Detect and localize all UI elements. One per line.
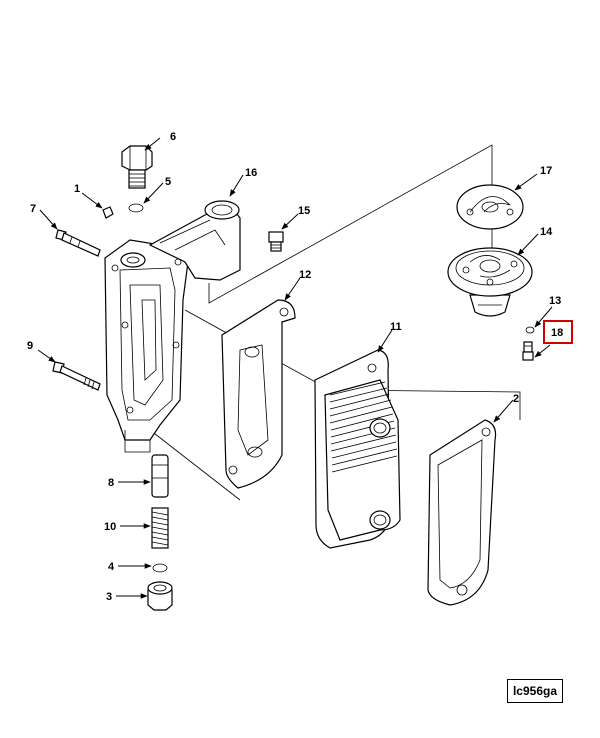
callout-16: 16	[245, 167, 257, 179]
gasket-part-12	[221, 299, 296, 489]
callout-8: 8	[108, 477, 114, 489]
callout-17: 17	[540, 165, 552, 177]
plug-part-15	[268, 231, 284, 252]
callout-3: 3	[106, 591, 112, 603]
callout-5: 5	[165, 176, 171, 188]
bolt-part-7	[55, 229, 101, 257]
fitting-part-1	[102, 206, 114, 219]
leader-arrows	[37, 137, 553, 599]
oil-cooler-core-part-11	[314, 349, 401, 549]
callout-9: 9	[27, 340, 33, 352]
bolt-part-6	[121, 145, 153, 189]
callout-13: 13	[549, 295, 561, 307]
callout-6: 6	[170, 131, 176, 143]
callout-4: 4	[108, 561, 115, 573]
highlighted-callout-18[interactable]: 18	[543, 320, 573, 344]
highlight-box	[543, 320, 573, 344]
callout-1: 1	[74, 183, 80, 195]
o-ring-part-5	[128, 203, 144, 213]
oil-cooler-housing	[104, 239, 189, 453]
figure-code-label: lc956ga	[507, 679, 563, 703]
thermostat-part-14	[447, 247, 533, 317]
piston-part-8	[151, 454, 169, 498]
callout-15: 15	[298, 205, 310, 217]
callout-10: 10	[104, 521, 116, 533]
callout-11: 11	[390, 321, 402, 333]
gasket-part-2	[427, 419, 497, 606]
fitting-part-18	[522, 341, 534, 361]
callout-labels: 1 2 3 4 5 6 7 8 9 10 11 12 13 14 15 16 1…	[27, 131, 561, 603]
plug-part-3	[147, 581, 173, 611]
o-ring-part-4	[152, 563, 168, 573]
callout-7: 7	[30, 203, 36, 215]
seal-part-17	[456, 184, 524, 230]
callout-12: 12	[299, 269, 311, 281]
callout-18: 18	[551, 327, 563, 339]
callout-14: 14	[540, 226, 553, 238]
bolt-part-9	[52, 361, 101, 391]
spring-part-10	[151, 507, 169, 549]
o-ring-part-13	[525, 326, 535, 334]
thermostat-housing	[148, 200, 241, 281]
callout-2: 2	[513, 393, 519, 405]
